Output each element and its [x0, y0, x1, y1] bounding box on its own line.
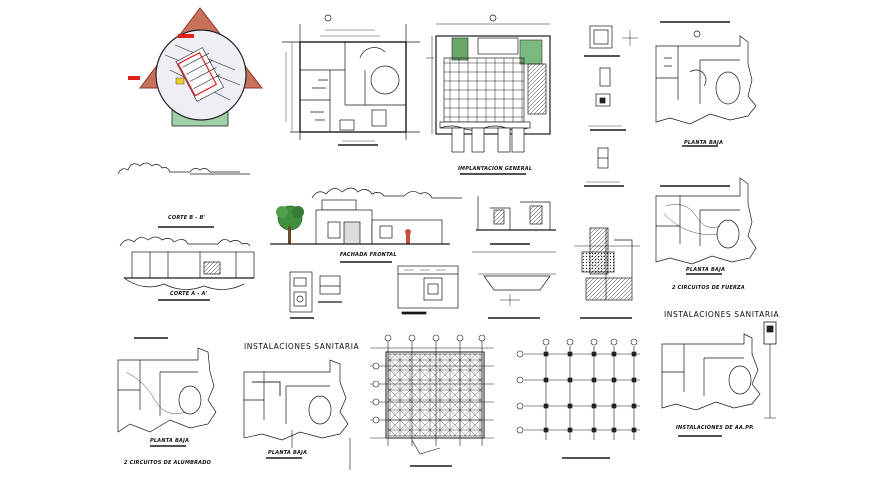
foundation-details	[472, 196, 556, 319]
floor-plan-lighting	[117, 337, 217, 447]
title-instalaciones-sanitaria-right: INSTALACIONES SANITARIA	[664, 310, 780, 319]
label-planta-baja-4: PLANTA BAJA	[268, 450, 308, 456]
label-implantacion-general: IMPLANTACION GENERAL	[458, 166, 533, 172]
site-implantation	[426, 23, 551, 175]
section-a-a	[119, 236, 255, 301]
label-fachada-frontal: FACHADA FRONTAL	[340, 252, 397, 258]
section-b-b	[117, 162, 250, 228]
label-circuitos-fuerza: 2 CIRCUITOS DE FUERZA	[672, 285, 745, 291]
floor-plan-right-2	[655, 177, 757, 275]
floor-plan-top	[282, 14, 497, 146]
structural-plan-1	[370, 334, 494, 467]
footing-section	[574, 227, 640, 319]
label-planta-baja-1: PLANTA BAJA	[684, 140, 724, 146]
title-instalaciones-sanitaria-left: INSTALACIONES SANITARIA	[244, 342, 360, 351]
cistern-detail	[397, 265, 459, 315]
floor-plan-sanitary	[243, 359, 351, 470]
front-facade	[270, 187, 462, 263]
label-planta-baja-2: PLANTA BAJA	[686, 267, 726, 273]
label-circuitos-alumbrado: 2 CIRCUITOS DE ALUMBRADO	[124, 460, 212, 466]
detail-block-top	[584, 25, 638, 187]
floor-plan-storm-water	[661, 321, 777, 437]
structural-plan-2	[516, 338, 640, 459]
site-locator	[128, 7, 264, 127]
label-planta-baja-3: PLANTA BAJA	[150, 438, 190, 444]
label-corte-b: CORTE B - B'	[168, 215, 206, 221]
label-corte-a: CORTE A - A'	[170, 291, 208, 297]
label-instalaciones-aapp: INSTALACIONES DE AA.PP.	[676, 425, 754, 431]
bathroom-detail	[289, 271, 342, 319]
floor-plan-right-1	[655, 21, 757, 147]
